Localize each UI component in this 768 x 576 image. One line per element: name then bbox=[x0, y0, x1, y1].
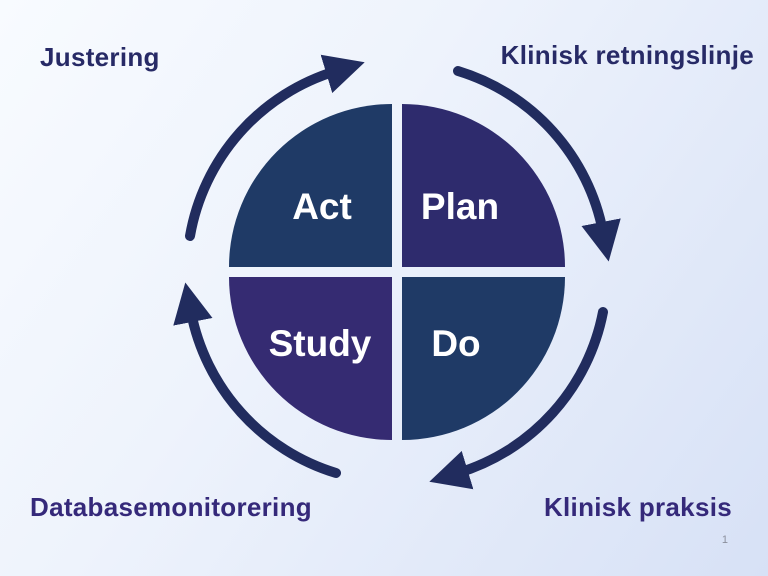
quadrant-plan bbox=[402, 104, 565, 267]
arrow-top-left bbox=[185, 54, 365, 241]
label-databasemonitorering: Databasemonitorering bbox=[30, 492, 312, 522]
label-klinisk-praksis: Klinisk praksis bbox=[543, 492, 732, 522]
quadrant-do bbox=[402, 277, 565, 440]
quadrant-act bbox=[229, 104, 392, 267]
quadrant-plan-label: Plan bbox=[421, 186, 499, 227]
label-klinisk-retningslinje: Klinisk retningslinje bbox=[500, 40, 754, 70]
arrow-bottom-left bbox=[173, 282, 341, 478]
quadrant-study bbox=[229, 277, 392, 440]
label-justering: Justering bbox=[40, 42, 160, 72]
quadrant-study-label: Study bbox=[269, 323, 372, 364]
arrow-top-right bbox=[453, 66, 621, 262]
page-number: 1 bbox=[721, 534, 728, 546]
quadrant-act-label: Act bbox=[292, 186, 352, 227]
quadrant-do-label: Do bbox=[431, 323, 480, 364]
arrow-bottom-right bbox=[429, 307, 608, 490]
